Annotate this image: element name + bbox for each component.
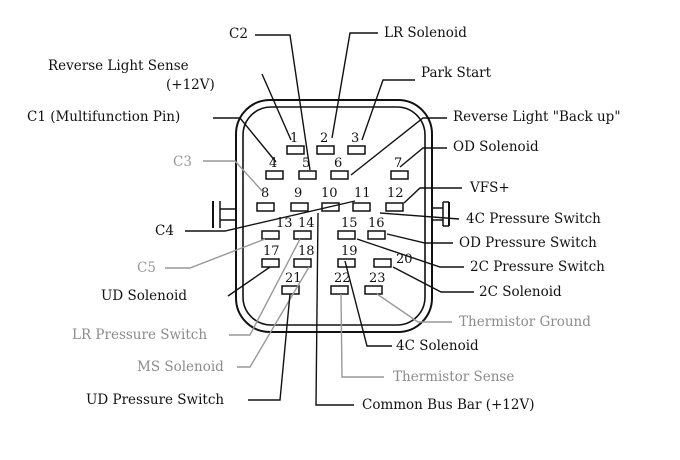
pin-12-slot [385,202,404,212]
pin-number: 16 [368,216,385,231]
pin-number: 2 [320,131,328,146]
leader-4c-pressure [379,212,460,220]
pin-number: 6 [334,156,342,171]
leader-reverse-light-back-up [350,117,447,176]
right-latch [432,201,450,227]
pin-22-slot [330,285,349,295]
pin-9-slot [290,202,309,212]
pin-number: 3 [351,131,359,146]
leader-reverse-light-sense [261,73,292,141]
label-4c-solenoid: 4C Solenoid [396,338,479,354]
leader-c5 [165,238,266,269]
label-ms-solenoid: MS Solenoid [137,359,224,375]
label-vfs-plus: VFS+ [469,180,510,196]
leader-lr-pressure [229,238,301,336]
pin-7-slot [390,170,409,180]
leader-thermistor-ground [376,293,452,323]
pin-number: 15 [341,216,358,231]
label-park-start: Park Start [421,65,492,81]
pin-labels: C2 LR Solenoid Reverse Light Sense (+12V… [27,25,621,413]
label-c1: C1 (Multifunction Pin) [27,109,180,125]
pin-6-slot [330,170,349,180]
leader-lr-solenoid [331,32,378,139]
pin-16-slot [367,230,386,240]
leader-c4 [185,200,356,232]
leader-thermistor-sense [340,293,384,378]
pin-number: 14 [298,216,315,231]
pin-1-slot [286,145,305,155]
pin-number: 1 [290,131,298,146]
label-c4: C4 [155,223,174,239]
leader-ud-solenoid [227,266,271,297]
pin-number: 19 [341,244,358,259]
pin-number: 21 [285,271,302,286]
pin-8-slot [256,202,275,212]
label-4c-pressure-switch: 4C Pressure Switch [466,211,601,227]
pin-number: 23 [369,271,386,286]
label-od-solenoid: OD Solenoid [453,139,539,155]
pin-number: 10 [321,186,338,201]
label-od-pressure-switch: OD Pressure Switch [459,235,597,251]
leader-common-bus [315,212,354,406]
leader-2c-pressure [356,238,464,268]
label-lr-solenoid: LR Solenoid [384,25,467,41]
pin-number: 7 [394,156,402,171]
left-latch [212,201,236,228]
pin-number: 11 [354,186,371,201]
pin-21-slot [281,285,300,295]
leader-c1 [213,117,277,163]
label-lr-pressure-switch: LR Pressure Switch [72,327,207,343]
pin-number: 9 [294,186,302,201]
pin-number: 18 [298,244,315,259]
leader-c2 [255,34,311,171]
pin-17-slot [261,258,280,268]
pin-slots [256,145,409,295]
label-reverse-light-back-up: Reverse Light "Back up" [453,109,621,125]
label-thermistor-sense: Thermistor Sense [393,369,514,385]
pin-3-slot [347,145,366,155]
pin-18-slot [293,258,312,268]
pin-number: 13 [276,216,293,231]
pin-23-slot [364,285,383,295]
leader-4c-solenoid [344,260,392,347]
pin-4-slot [265,170,284,180]
pin-number: 17 [263,244,280,259]
label-ud-solenoid: UD Solenoid [101,288,187,304]
leader-park-start [361,79,415,141]
label-2c-pressure-switch: 2C Pressure Switch [470,259,605,275]
pin-number: 12 [387,186,404,201]
pin-number: 5 [302,156,310,171]
pin-15-slot [337,230,356,240]
pin-14-slot [293,230,312,240]
pin-13-slot [261,230,280,240]
label-plus-12v: (+12V) [166,77,215,93]
label-reverse-light-sense: Reverse Light Sense [48,58,189,74]
leader-c3 [203,160,264,193]
pin-number: 22 [334,271,351,286]
label-common-bus-bar: Common Bus Bar (+12V) [362,397,535,413]
label-thermistor-ground: Thermistor Ground [459,314,591,330]
label-ud-pressure-switch: UD Pressure Switch [86,392,224,408]
pin-number: 8 [261,186,269,201]
leader-lines [165,32,474,406]
pin-numbers: 1 2 3 4 5 6 7 8 9 10 11 12 13 14 15 16 1… [261,131,413,286]
label-2c-solenoid: 2C Solenoid [479,284,562,300]
label-c5: C5 [137,260,156,276]
leader-2c-solenoid [392,266,474,293]
pin-number: 4 [269,156,277,171]
leader-od-pressure [386,233,453,244]
label-c3: C3 [173,154,192,170]
leader-od-solenoid [399,147,447,168]
pin-2-slot [316,145,335,155]
leader-vfs-plus [403,187,462,204]
pin-5-slot [298,170,317,180]
label-c2: C2 [229,26,248,42]
pin-20-slot [373,258,392,268]
leader-ud-pressure [248,293,291,401]
pin-11-slot [352,202,371,212]
